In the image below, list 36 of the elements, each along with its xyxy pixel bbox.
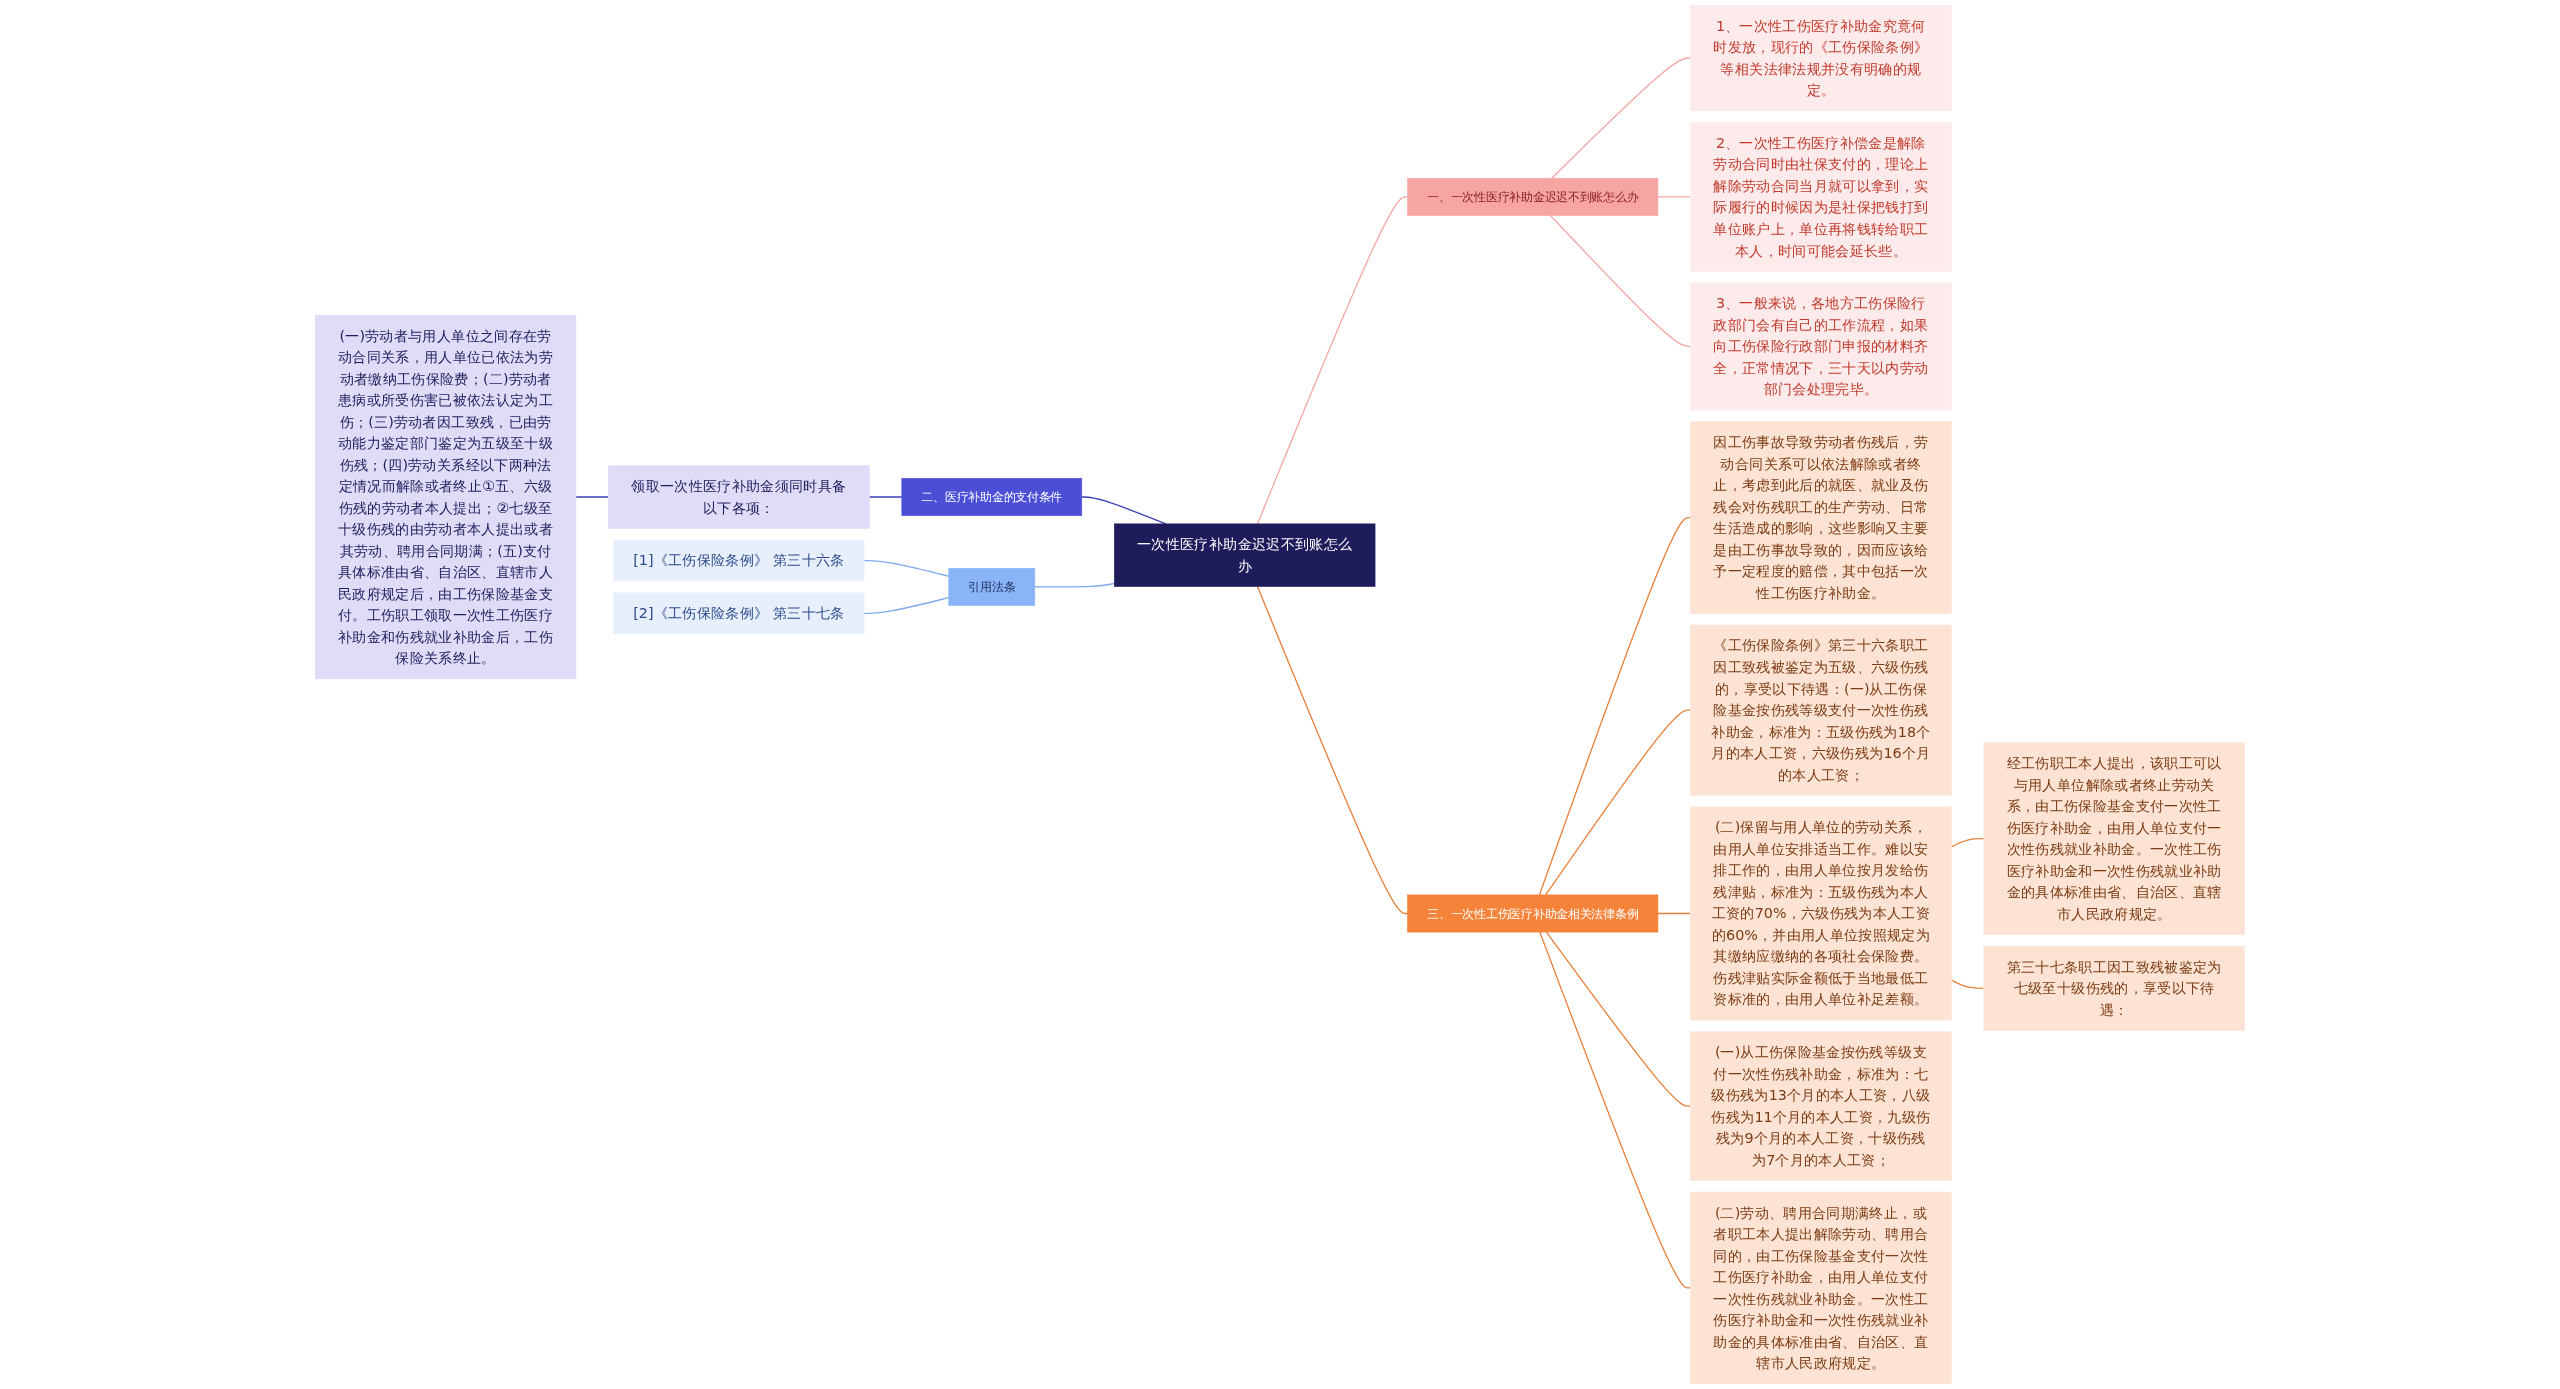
- node-box: (一)劳动者与用人单位之间存在劳动合同关系，用人单位已依法为劳动者缴纳工伤保险费；(二)劳动者患病或所受伤害已被依法认定为工伤；(三)劳动者因工致残，已由劳动能力鉴定部门鉴定为五级至十级伤残；(四)劳动关系经以下两种法定情况而解除或者终止①五、六级伤残的劳动者本人提出；②七级至十级伤残的由劳动者本人提出或者其劳动、聘用合同期满；(五)支付具体标准由省、自治区、直辖市人民政府规定后，由工伤保险基金支付。工伤职工领取一次性工伤医疗补助金和伤残就业补助金后，工伤保险关系终止。: [315, 314, 577, 680]
- connector: [1950, 979, 1985, 989]
- node-box: 1、一次性工伤医疗补助金究竟何时发放，现行的《工伤保险条例》等相关法律法规并没有明确的规定。: [1690, 4, 1952, 112]
- connector: [1539, 931, 1692, 1289]
- node-box: 《工伤保险条例》第三十六条职工因工致残被鉴定为五级、六级伤残的，享受以下待遇：(一)从工伤保险基金按伤残等级支付一次性伤残补助金，标准为：五级伤残为18个月的本人工资，六级伤残为16个月的本人工资；: [1690, 624, 1952, 796]
- connector: [1549, 214, 1692, 348]
- connector: [868, 496, 903, 498]
- connector: [1545, 709, 1692, 896]
- connector: [1256, 196, 1409, 525]
- node-box: 因工伤事故导致劳动者伤残后，劳动合同关系可以依法解除或者终止，考虑到此后的就医、就业及伤残会对伤残职工的生产劳动、日常生活造成的影响，这些影响又主要是由工伤事故导致的，因而应该给予一定程度的赔偿，其中包括一次性工伤医疗补助金。: [1690, 421, 1952, 614]
- node-box: [2]《工伤保险条例》 第三十七条: [613, 592, 865, 635]
- node-box: 领取一次性医疗补助金须同时具备以下各项：: [608, 465, 870, 529]
- connector: [863, 597, 950, 614]
- connector: [575, 496, 610, 498]
- connector: [1538, 516, 1692, 896]
- node-box: 三、一次性工伤医疗补助金相关法律条例: [1407, 894, 1659, 933]
- node-box: 一、一次性医疗补助金迟迟不到账怎么办: [1407, 177, 1659, 216]
- node-box: (二)劳动、聘用合同期满终止，或者职工本人提出解除劳动、聘用合同的，由工伤保险基金支付一次性工伤医疗补助金，由用人单位支付一次性伤残就业补助金。一次性工伤医疗补助金和一次性伤残就业补助金的具体标准由省、自治区、直辖市人民政府规定。: [1690, 1191, 1952, 1385]
- node-box: 二、医疗补助金的支付条件: [901, 478, 1083, 516]
- connector: [863, 559, 950, 577]
- connector: [1657, 912, 1692, 915]
- node-box: [1]《工伤保险条例》 第三十六条: [613, 539, 865, 582]
- node-box: 3、一般来说，各地方工伤保险行政部门会有自己的工作流程，如果向工伤保险行政部门申报的材料齐全，正常情况下，三十天以内劳动部门会处理完毕。: [1690, 282, 1952, 411]
- node-box: (二)保留与用人单位的劳动关系，由用人单位安排适当工作。难以安排工作的，由用人单位按月发给伤残津贴，标准为：五级伤残为本人工资的70%，六级伤残为本人工资的60%，并由用人单位按照规定为其缴纳应缴纳的各项社会保险费。伤残津贴实际金额低于当地最低工资标准的，由用人单位补足差额。: [1690, 806, 1952, 1021]
- connector: [1950, 838, 1985, 848]
- node-box: (一)从工伤保险基金按伤残等级支付一次性伤残补助金，标准为：七级伤残为13个月的本人工资，八级伤残为11个月的本人工资，九级伤残为9个月的本人工资，十级伤残为7个月的本人工资；: [1690, 1031, 1952, 1181]
- connector: [1551, 57, 1692, 179]
- connector: [1034, 582, 1116, 588]
- node-box: 经工伤职工本人提出，该职工可以与用人单位解除或者终止劳动关系，由工伤保险基金支付一次性工伤医疗补助金，由用人单位支付一次性伤残就业补助金。一次性工伤医疗补助金和一次性伤残就业补助金的具体标准由省、自治区、直辖市人民政府规定。: [1983, 742, 2245, 935]
- connector: [1657, 196, 1692, 198]
- connector: [1545, 931, 1692, 1107]
- node-box: 2、一次性工伤医疗补偿金是解除劳动合同时由社保支付的，理论上解除劳动合同当月就可以拿到，实际履行的时候因为是社保把钱打到单位账户上，单位再将钱转给职工本人，时间可能会延长些。: [1690, 122, 1952, 272]
- node-box: 一次性医疗补助金迟迟不到账怎么办: [1114, 523, 1376, 587]
- node-box: 引用法条: [948, 568, 1036, 606]
- connector: [1256, 585, 1409, 915]
- node-box: 第三十七条职工因工致残被鉴定为七级至十级伤残的，享受以下待遇：: [1983, 945, 2245, 1031]
